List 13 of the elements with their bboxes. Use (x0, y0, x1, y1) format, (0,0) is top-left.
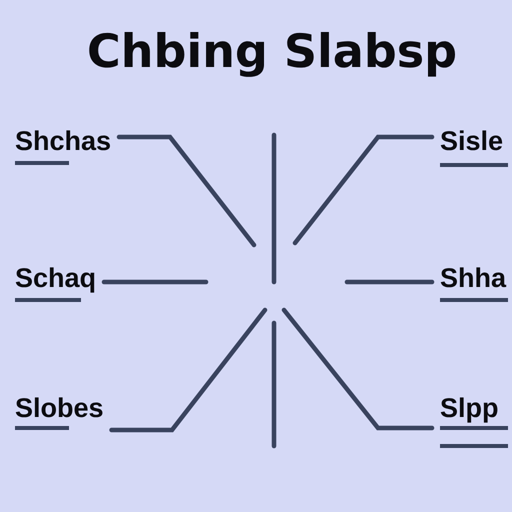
title: Chbing Slabsp (89, 32, 455, 77)
underlined-label: Slpp (440, 397, 508, 448)
connector-line (116, 134, 256, 248)
underlined-label: Slobes (15, 397, 102, 430)
underlined-label: Schaq (15, 267, 94, 302)
underlined-label: Shchas (15, 130, 110, 165)
connector-line (102, 280, 208, 284)
connector-line (344, 280, 434, 284)
connector-line (292, 134, 434, 246)
underlined-label: Shha (440, 267, 508, 302)
underlined-label: Sisle (440, 130, 508, 167)
connector-line (109, 308, 268, 432)
connector-line (282, 308, 434, 430)
